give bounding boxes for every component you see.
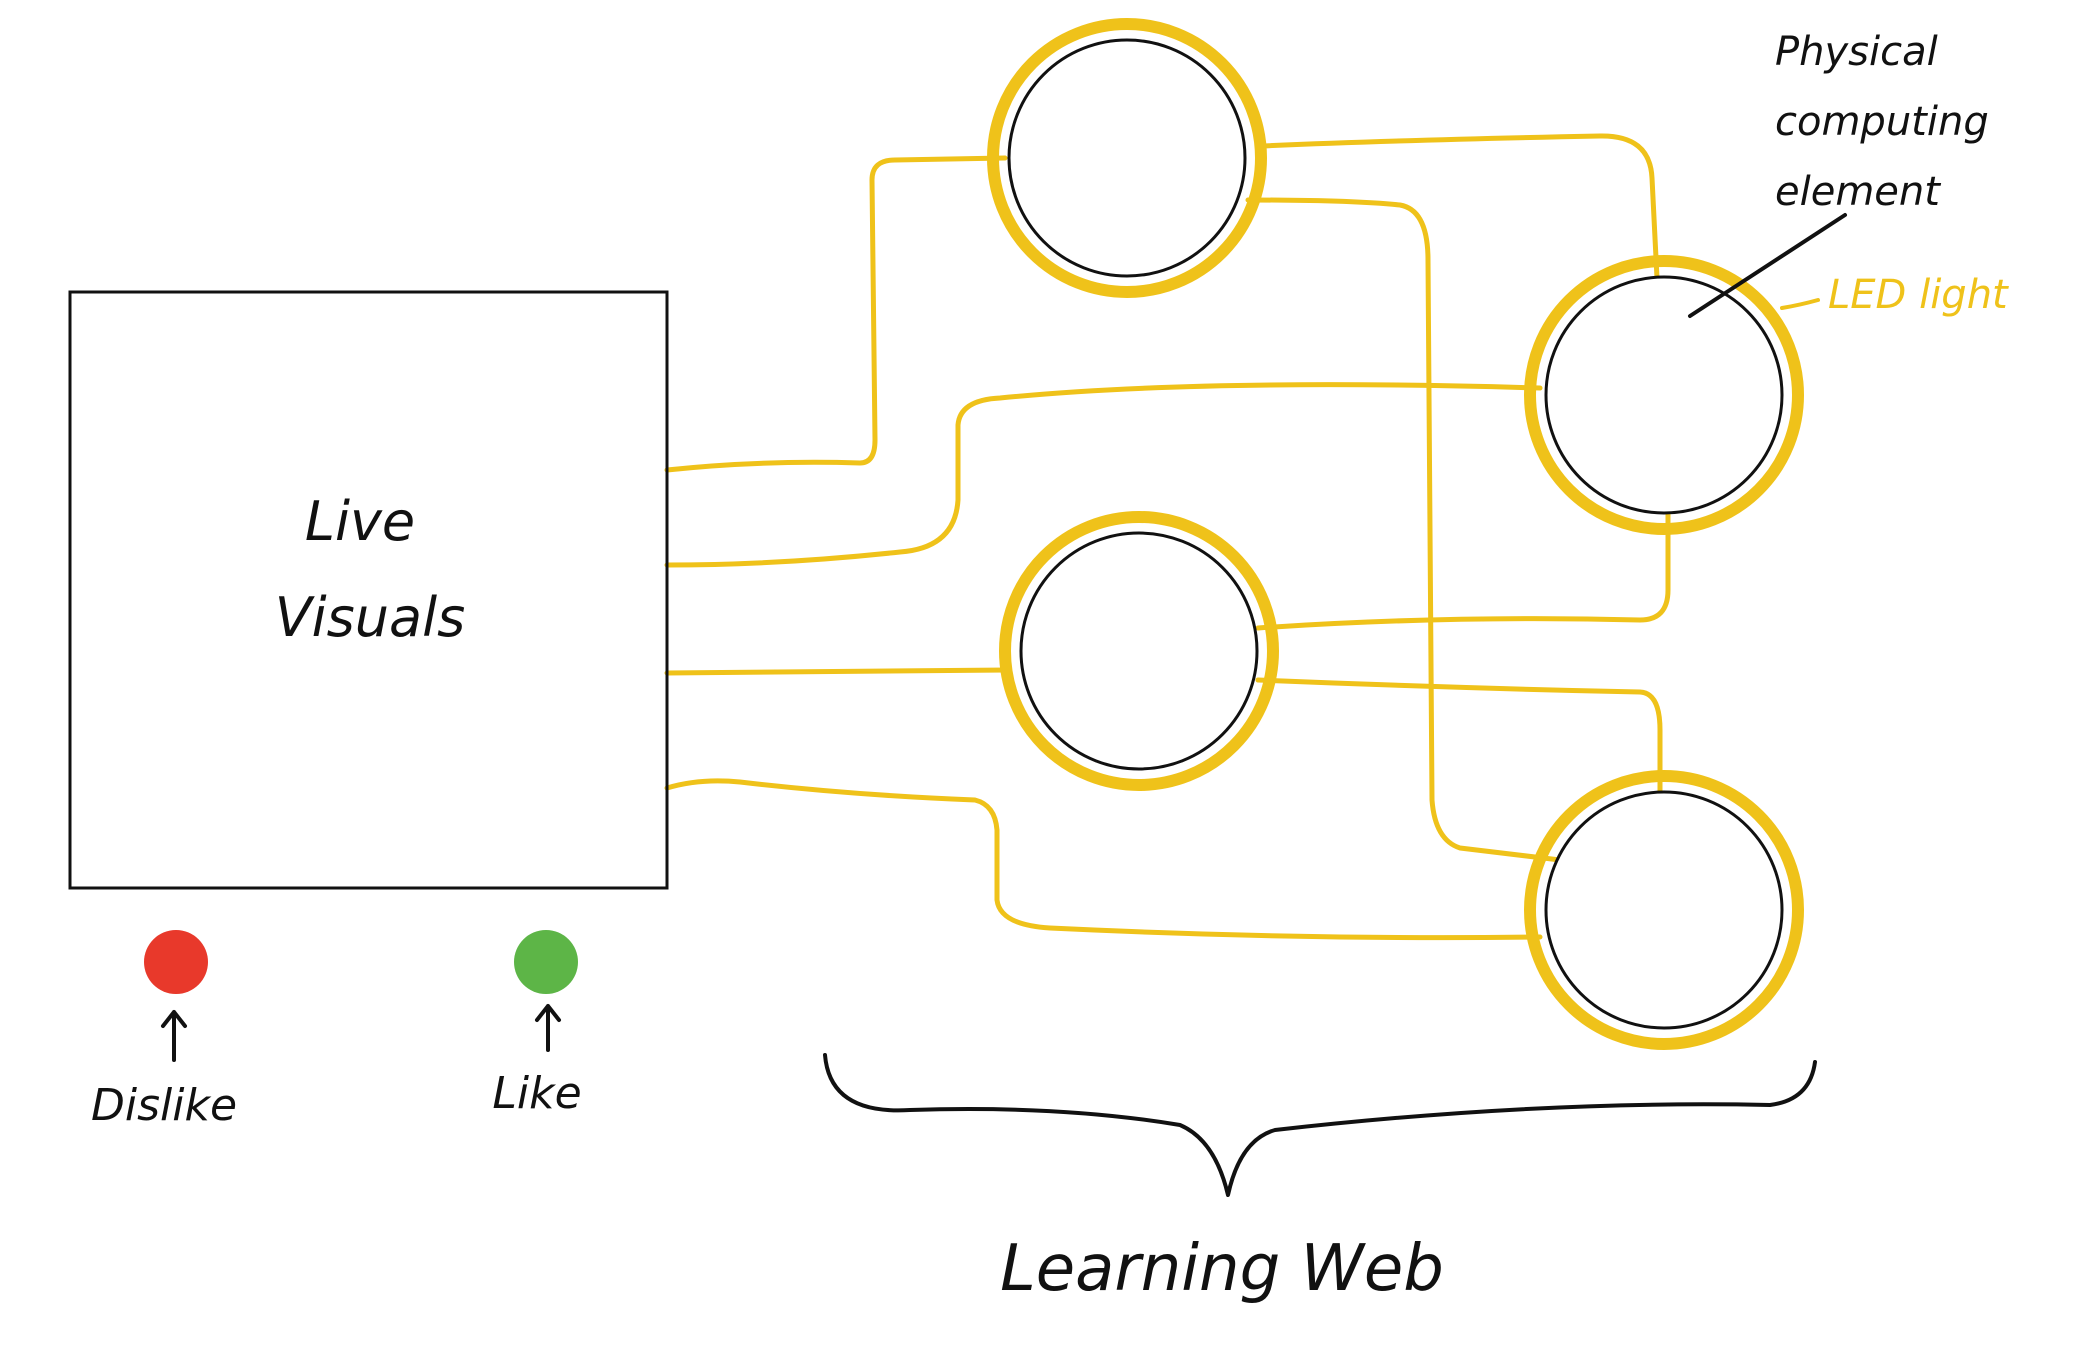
wire-1 — [664, 155, 1008, 473]
led-ring — [1524, 255, 1804, 535]
element-top — [987, 18, 1267, 298]
live-visuals-box — [68, 290, 669, 890]
dislike-label: Dislike — [91, 1080, 237, 1131]
wire-5 — [1259, 133, 1660, 281]
element-middle — [999, 511, 1279, 791]
element-body — [1019, 531, 1259, 771]
wire-8 — [1255, 677, 1663, 800]
element-body — [1544, 790, 1784, 1030]
led-ring — [1524, 770, 1804, 1050]
element-right-bottom — [1524, 770, 1804, 1050]
led-ring — [987, 18, 1267, 298]
wire-4 — [664, 778, 1543, 941]
live-visuals-label-line1: Live — [305, 490, 415, 553]
wire-7 — [1255, 509, 1671, 631]
physical-label-line1: Physical — [1775, 29, 1938, 75]
led-label: LED light — [1828, 272, 2009, 318]
learning-web-label: Learning Web — [1000, 1232, 1444, 1306]
live-visuals-label-line2: Visuals — [275, 586, 466, 649]
element-body — [1544, 275, 1784, 515]
wires — [664, 133, 1671, 941]
wire-3 — [664, 667, 1011, 676]
element-body — [1007, 38, 1247, 278]
like-arrow-icon — [535, 1004, 561, 1052]
led-pointer-line — [1780, 298, 1820, 310]
dislike-arrow-icon — [161, 1010, 187, 1062]
dislike-button[interactable] — [144, 930, 208, 994]
like-label: Like — [492, 1068, 581, 1119]
element-right-top — [1524, 255, 1804, 535]
wire-6 — [1245, 197, 1563, 863]
wire-2 — [664, 382, 1543, 568]
physical-label-line3: element — [1775, 169, 1941, 215]
like-button[interactable] — [514, 930, 578, 994]
curly-brace-icon — [823, 1053, 1817, 1197]
physical-label-line2: computing — [1775, 99, 1989, 145]
led-ring — [999, 511, 1279, 791]
physical-pointer-line — [1688, 213, 1847, 318]
